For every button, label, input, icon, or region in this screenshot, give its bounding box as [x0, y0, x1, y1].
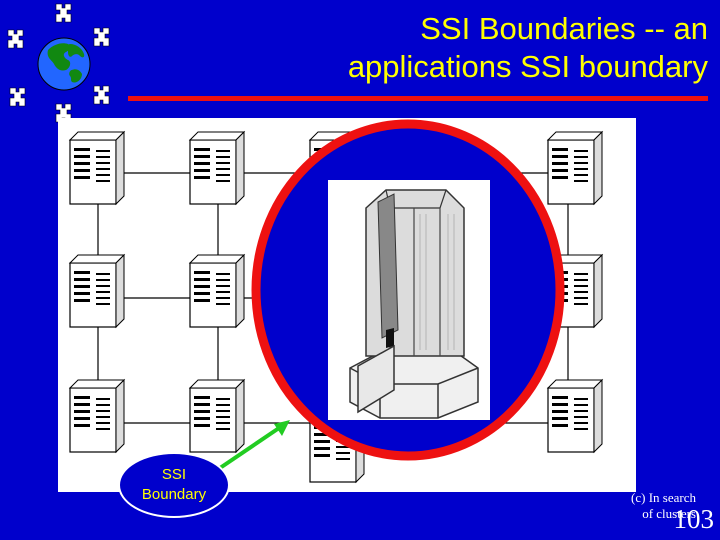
batch-system-label: Batch System — [336, 418, 436, 435]
title-line-1: SSI Boundaries -- an — [420, 11, 708, 46]
network-figure-icon — [7, 29, 24, 49]
network-figure-icon — [93, 27, 110, 47]
ssi-boundary-label: SSI Boundary — [118, 452, 230, 518]
ssi-label-line-1: SSI — [161, 466, 187, 483]
copyright-note: (c) In search of clusters — [600, 490, 696, 522]
network-figure-icon — [55, 3, 72, 23]
slide-title: SSI Boundaries -- an applications SSI bo… — [200, 10, 708, 86]
batch-system-machine — [328, 180, 490, 420]
slide-number: 103 — [673, 504, 715, 534]
title-underline — [128, 96, 708, 101]
arrow-head-icon — [274, 420, 290, 436]
title-line-2: applications SSI boundary — [347, 49, 708, 84]
cluster-diagram-svg — [69, 119, 603, 483]
ssi-label-line-2: Boundary — [141, 486, 207, 503]
network-figure-icon — [93, 85, 110, 105]
cluster-globe-logo — [0, 0, 128, 125]
copyright-line-1: (c) In search — [631, 490, 696, 505]
cluster-diagram — [58, 118, 636, 492]
copyright-line-2: of clusters — [642, 506, 696, 521]
globe-icon — [37, 37, 91, 91]
network-figure-icon — [9, 87, 26, 107]
